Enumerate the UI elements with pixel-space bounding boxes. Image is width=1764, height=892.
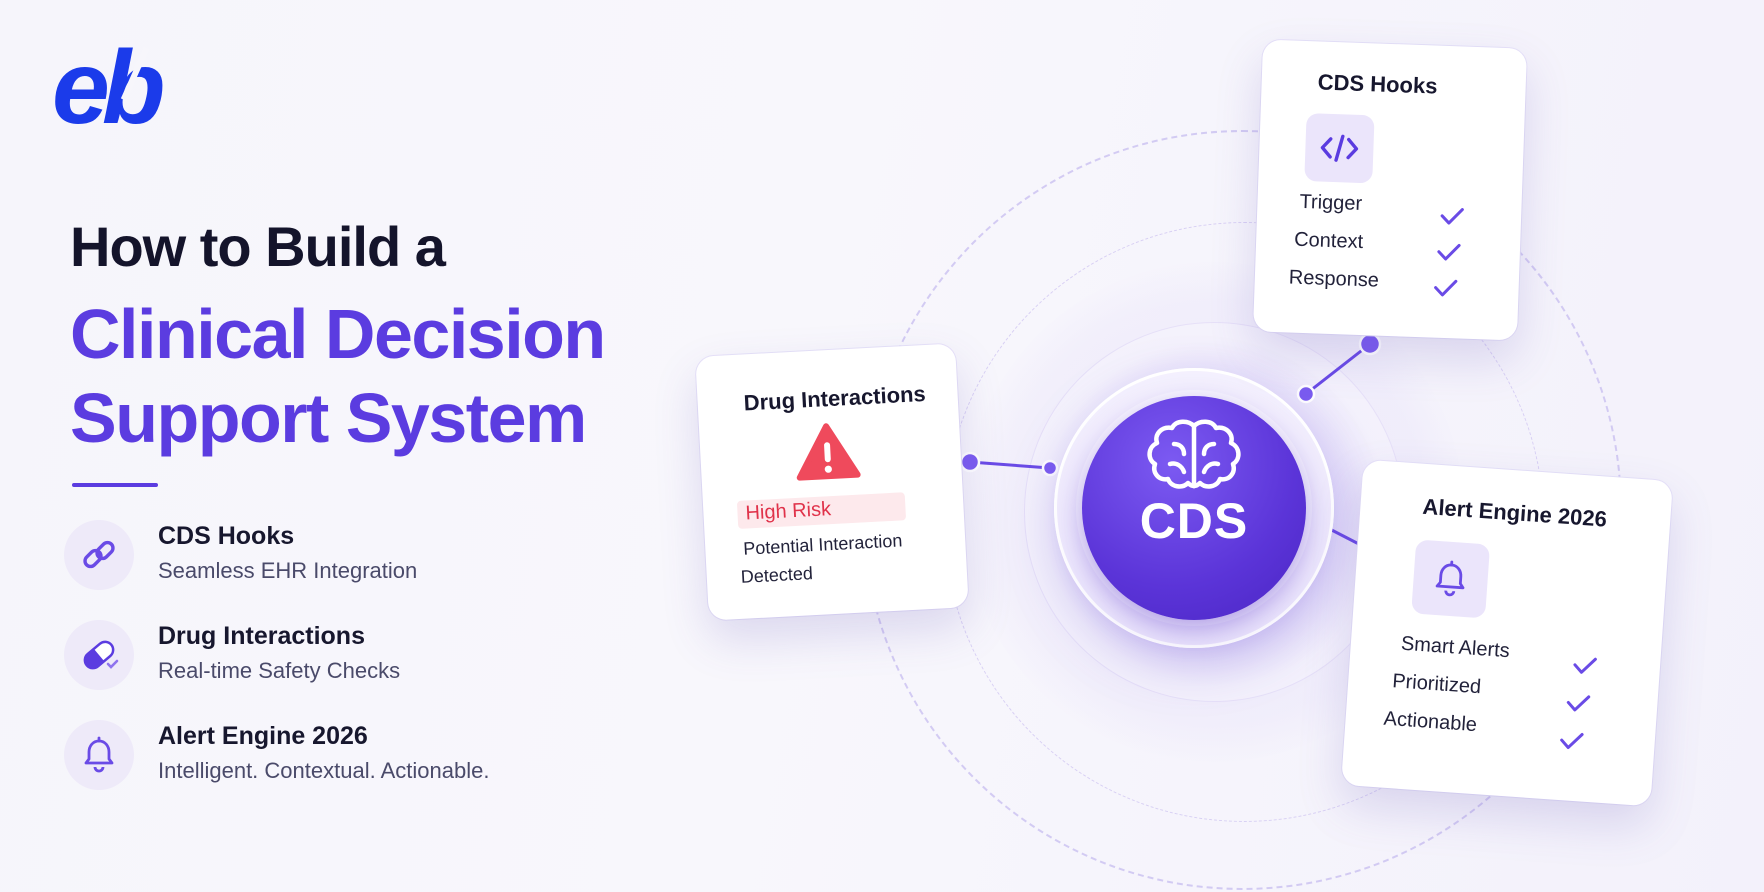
page-title-line-2: Clinical Decision bbox=[70, 295, 606, 373]
code-icon bbox=[1304, 113, 1375, 184]
card-line: Potential Interaction bbox=[742, 530, 903, 559]
feature-subtitle: Seamless EHR Integration bbox=[158, 558, 418, 583]
brand-logo: eb bbox=[52, 36, 202, 144]
feature-title: Drug Interactions bbox=[158, 622, 365, 650]
card-alert-engine: Alert Engine 2026 Smart Alerts Prioritiz… bbox=[1341, 459, 1673, 807]
bell-icon bbox=[64, 720, 134, 790]
feature-alert-engine: Alert Engine 2026 Intelligent. Contextua… bbox=[64, 716, 584, 796]
feature-title: CDS Hooks bbox=[158, 522, 295, 550]
title-underline bbox=[72, 483, 158, 487]
feature-title: Alert Engine 2026 bbox=[158, 722, 368, 750]
brain-icon bbox=[1147, 419, 1241, 489]
check-icon bbox=[1573, 657, 1597, 674]
check-icon bbox=[1434, 279, 1458, 297]
card-title: Drug Interactions bbox=[743, 380, 927, 416]
feature-subtitle: Intelligent. Contextual. Actionable. bbox=[158, 758, 490, 783]
card-drug-interactions: Drug Interactions High Risk Potential In… bbox=[695, 343, 969, 621]
bell-icon bbox=[1411, 539, 1491, 619]
card-item: Prioritized bbox=[1391, 670, 1482, 699]
card-item: Response bbox=[1288, 266, 1380, 292]
feature-drug-interactions: Drug Interactions Real-time Safety Check… bbox=[64, 616, 584, 696]
feature-subtitle: Real-time Safety Checks bbox=[158, 658, 401, 683]
card-line: Detected bbox=[740, 563, 814, 587]
card-cds-hooks: CDS Hooks Trigger Context Response bbox=[1252, 39, 1528, 341]
cds-hub-label: CDS bbox=[1139, 493, 1249, 549]
link-icon bbox=[64, 520, 134, 590]
card-item: Smart Alerts bbox=[1400, 632, 1511, 663]
warning-icon bbox=[796, 423, 861, 481]
card-title: Alert Engine 2026 bbox=[1421, 493, 1608, 532]
check-icon bbox=[1440, 208, 1464, 225]
card-item: Actionable bbox=[1382, 707, 1478, 737]
check-icon bbox=[1560, 732, 1584, 750]
pill-icon bbox=[64, 620, 134, 690]
check-icon bbox=[1566, 695, 1591, 712]
page-title-line-1: How to Build a bbox=[70, 215, 446, 278]
check-icon bbox=[1437, 243, 1461, 261]
risk-label: High Risk bbox=[744, 498, 832, 525]
card-item: Context bbox=[1293, 228, 1364, 254]
card-title: CDS Hooks bbox=[1317, 69, 1438, 99]
card-item: Trigger bbox=[1299, 190, 1363, 216]
page-title-line-3: Support System bbox=[70, 379, 587, 457]
feature-cds-hooks: CDS Hooks Seamless EHR Integration bbox=[64, 516, 584, 596]
